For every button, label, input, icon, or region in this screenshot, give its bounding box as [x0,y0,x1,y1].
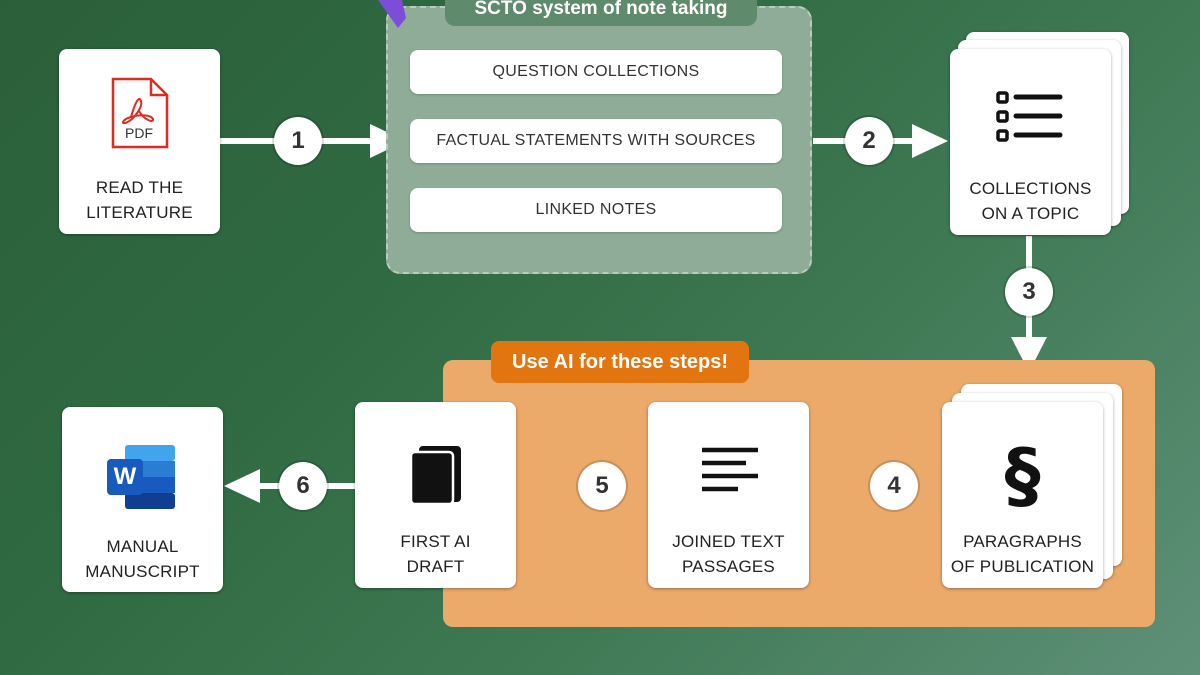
word-icon-letter: W [113,463,137,490]
list-icon [994,89,1066,145]
card-first-ai-draft: FIRST AI DRAFT [355,402,516,588]
card-paragraphs-publication-label: PARAGRAPHS OF PUBLICATION [950,532,1095,576]
card-collections-topic: COLLECTIONS ON A TOPIC [950,49,1111,235]
section-sign-icon: § [1004,433,1041,517]
ai-steps-title: Use AI for these steps! [491,341,749,383]
card-joined-text: JOINED TEXT PASSAGES [648,402,809,588]
card-first-ai-draft-label: FIRST AI DRAFT [400,532,471,576]
card-read-literature: PDF READ THE LITERATURE [59,49,220,234]
step-2-badge: 2 [845,117,893,165]
word-icon: W [107,443,179,511]
pdf-icon-label: PDF [125,125,153,141]
step-6-badge: 6 [279,462,327,510]
step-4-badge: 4 [870,462,918,510]
note-item-linked-notes: LINKED NOTES [410,188,782,232]
pdf-icon: PDF [109,77,169,149]
card-read-literature-label: READ THE LITERATURE [86,178,193,222]
arrowhead-6 [224,469,260,503]
card-manual-manuscript-label: MANUAL MANUSCRIPT [85,537,200,581]
card-collections-topic-label: COLLECTIONS ON A TOPIC [969,179,1092,223]
note-taking-title: SCTO system of note taking [445,0,757,26]
step-3-badge: 3 [1005,268,1053,316]
obsidian-logo-icon [376,0,406,28]
step-5-badge: 5 [578,462,626,510]
step-1-badge: 1 [274,117,322,165]
arrowhead-3 [1011,337,1047,372]
notebook-icon [409,444,463,506]
card-paragraphs-publication: § PARAGRAPHS OF PUBLICATION [942,402,1103,588]
card-joined-text-label: JOINED TEXT PASSAGES [672,532,785,576]
arrowhead-2 [912,124,948,158]
note-item-factual-statements: FACTUAL STATEMENTS WITH SOURCES [410,119,782,163]
text-align-left-icon [700,446,760,494]
note-item-question-collections: QUESTION COLLECTIONS [410,50,782,94]
card-manual-manuscript: W MANUAL MANUSCRIPT [62,407,223,592]
